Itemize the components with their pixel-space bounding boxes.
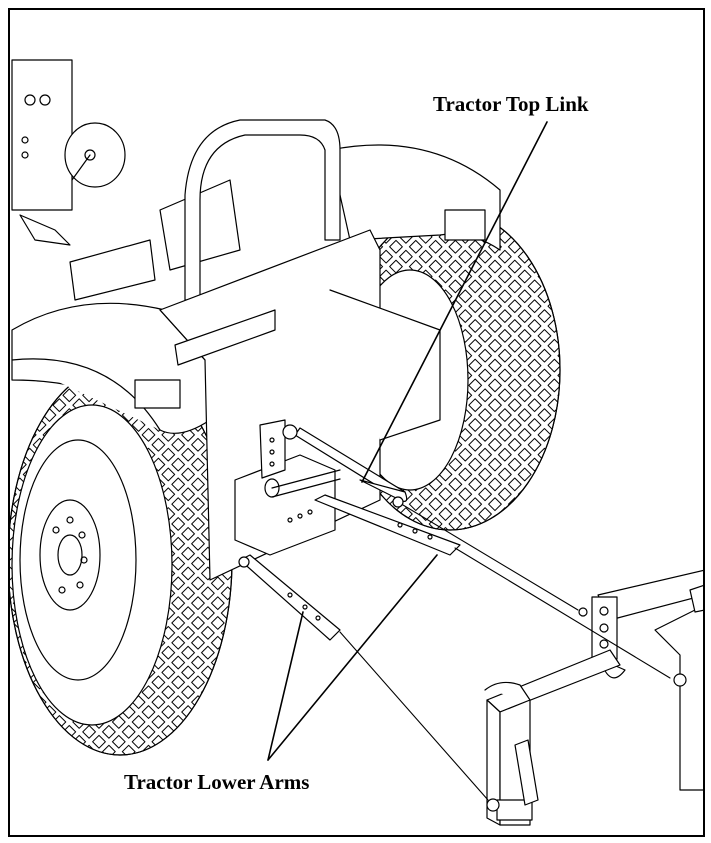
steering-column [11,59,126,246]
lower-arms-label: Tractor Lower Arms [124,770,310,794]
top-link-label: Tractor Top Link [433,92,589,116]
left-rear-wheel [10,364,233,756]
tractor-lower-arm-right [314,494,461,556]
tractor-lower-arm-left [238,554,341,641]
hitch-alignment-lines [339,504,671,801]
left-fender [11,302,211,434]
right-fender [329,144,501,251]
label-leader-lines [267,121,548,761]
tractor-hitch-bracket [234,419,341,556]
implement-hitch-frame [484,569,703,826]
seat-and-rollbar [69,119,341,301]
tractor-top-link [282,424,408,508]
